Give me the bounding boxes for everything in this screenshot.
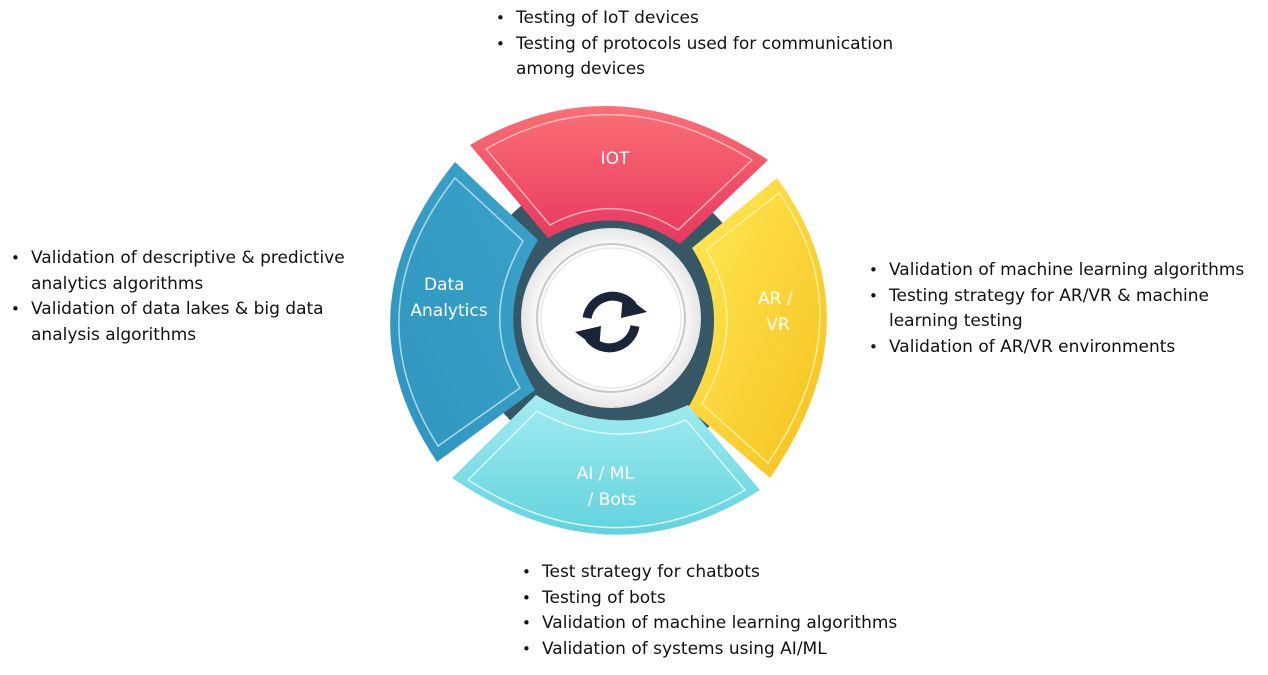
segment-aiml-label-line-1: AI / ML — [577, 464, 635, 484]
list-item: Validation of AR/VR environments — [869, 335, 1259, 361]
segment-aiml-label-line-2: / Bots — [588, 490, 637, 510]
segment-aiml-outline — [466, 410, 747, 529]
segment-aiml: AI / ML / Bots — [452, 395, 760, 535]
segment-arvr-outline — [701, 191, 821, 465]
aiml-bullet-list: Test strategy for chatbots Testing of bo… — [522, 560, 942, 662]
segment-arvr-label: AR / VR — [758, 289, 798, 335]
analytics-bullet-list: Validation of descriptive & predictive a… — [11, 246, 361, 348]
sync-arrows-icon — [575, 291, 647, 353]
list-item: Testing of protocols used for communicat… — [496, 32, 916, 83]
segment-aiml-label: AI / ML / Bots — [577, 464, 640, 510]
center-disc-inner-ring — [536, 243, 686, 393]
list-item: Testing of bots — [522, 586, 942, 612]
list-item: Validation of data lakes & big data anal… — [11, 297, 361, 348]
center-disc-inner-ring-2 — [540, 247, 682, 389]
arvr-bullet-list: Validation of machine learning algorithm… — [869, 258, 1259, 360]
segment-analytics-label: Data Analytics — [410, 275, 487, 321]
segment-arvr-label-line-2: VR — [766, 315, 790, 335]
list-item: Validation of machine learning algorithm… — [522, 611, 942, 637]
segment-iot-label: IOT — [601, 149, 630, 169]
segment-iot-shape — [470, 105, 768, 244]
list-item: Testing of IoT devices — [496, 6, 916, 32]
segment-analytics-label-line-2: Analytics — [410, 301, 487, 321]
segment-iot: IOT — [470, 105, 768, 244]
list-item: Validation of systems using AI/ML — [522, 637, 942, 663]
list-item: Testing strategy for AR/VR & machine lea… — [869, 284, 1259, 335]
segment-arvr: AR / VR — [688, 178, 827, 478]
iot-bullet-list: Testing of IoT devices Testing of protoc… — [496, 6, 916, 83]
segment-arvr-label-line-1: AR / — [758, 289, 793, 309]
list-item: Validation of descriptive & predictive a… — [11, 246, 361, 297]
segment-analytics-outline — [398, 176, 524, 448]
segment-iot-outline — [484, 113, 754, 231]
segment-analytics-shape — [390, 162, 538, 462]
center-disc — [521, 228, 701, 408]
segment-arvr-shape — [688, 178, 827, 478]
list-item: Validation of machine learning algorithm… — [869, 258, 1259, 284]
segment-analytics: Data Analytics — [390, 162, 538, 462]
list-item: Test strategy for chatbots — [522, 560, 942, 586]
segment-iot-label-line: IOT — [601, 149, 630, 169]
segment-aiml-shape — [452, 395, 760, 535]
segment-analytics-label-line-1: Data — [424, 275, 465, 295]
